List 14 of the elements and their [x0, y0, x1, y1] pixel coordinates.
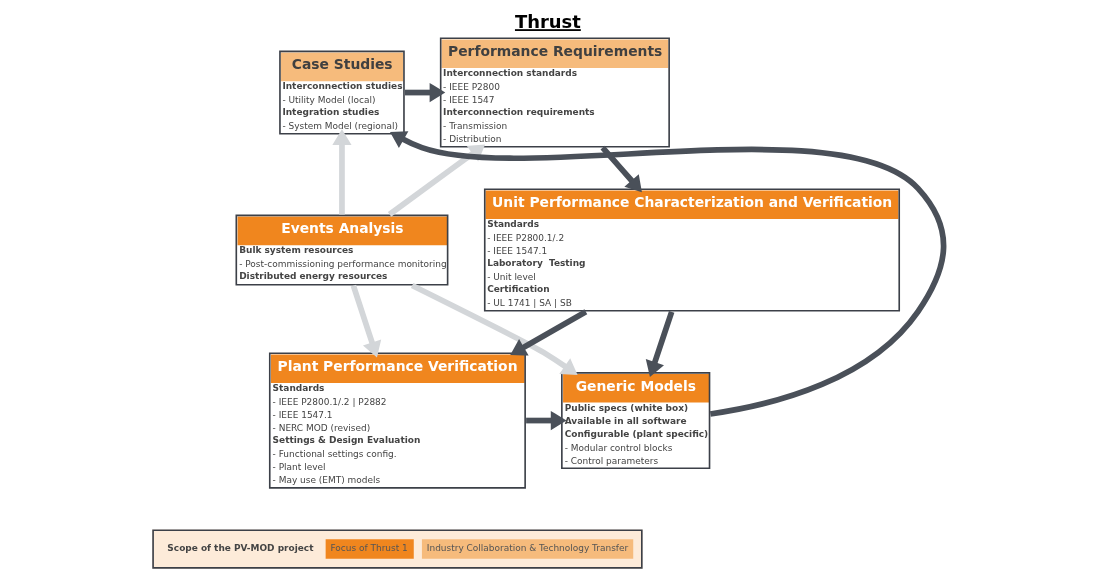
legend-label: Focus of Thrust 1	[330, 543, 408, 554]
arrow	[404, 82, 445, 103]
label: Scope of the PV-MOD project	[166, 542, 313, 553]
arrow	[331, 129, 352, 215]
diagram-title: Thrust	[514, 11, 581, 33]
arrow	[525, 410, 566, 431]
arrow	[350, 284, 381, 358]
arrow	[509, 309, 587, 356]
arrow	[600, 145, 642, 193]
arrow	[645, 310, 674, 377]
arrow	[410, 282, 578, 376]
legend-label: Industry Collaboration & Technology Transfer	[426, 543, 628, 554]
arrow	[387, 144, 485, 217]
arrow	[389, 131, 946, 417]
